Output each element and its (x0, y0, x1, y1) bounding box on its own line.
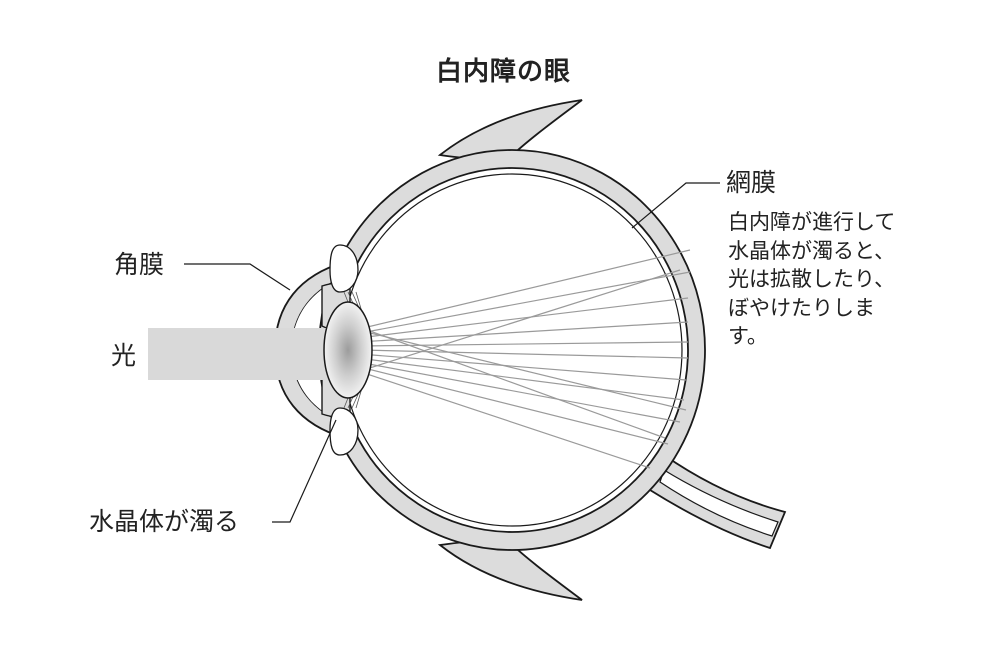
cataract-explanation-note: 白内障が進行して水晶体が濁ると、光は拡散したり、ぼやけたりします。 (728, 210, 896, 348)
light-beam (148, 328, 342, 380)
light-label: 光 (111, 341, 137, 370)
scattered-rays (354, 249, 691, 469)
clouded-lens (323, 301, 373, 399)
retina-label: 網膜 (726, 168, 777, 197)
diagram-title: 白内障の眼 (435, 57, 571, 87)
ciliary-lower (329, 407, 359, 456)
cornea-label: 角膜 (114, 250, 165, 279)
lens-leader-line (272, 419, 337, 523)
sclera (318, 149, 706, 551)
ciliary-upper (329, 244, 359, 293)
optic-nerve-core (659, 469, 779, 537)
retina-line (341, 173, 683, 527)
retina-leader-line (631, 182, 720, 229)
lens-label: 水晶体が濁る (89, 507, 240, 536)
cornea-leader-line (184, 263, 291, 291)
